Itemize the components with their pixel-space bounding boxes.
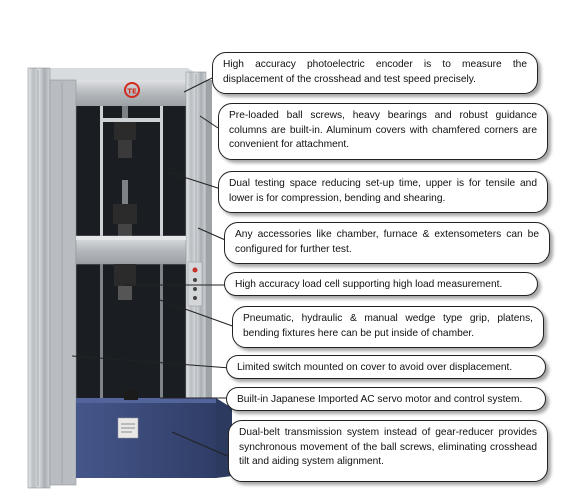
lower-grip	[113, 180, 137, 236]
guide-rod-left	[100, 106, 103, 236]
moving-crosshead	[75, 235, 187, 265]
callout-ball-screws-text: Pre-loaded ball screws, heavy bearings a…	[229, 110, 537, 150]
callout-limit-switch: Limited switch mounted on cover to avoid…	[226, 355, 546, 379]
callout-dual-space-text: Dual testing space reducing set-up time,…	[229, 178, 537, 204]
callout-servo-motor: Built-in Japanese Imported AC servo moto…	[226, 387, 546, 411]
leader-dual-belt	[171, 431, 233, 459]
machine-base	[76, 390, 232, 478]
logo-badge	[124, 82, 140, 98]
callout-limit-switch-text: Limited switch mounted on cover to avoid…	[237, 362, 513, 373]
leader-ball-screws	[199, 115, 219, 129]
callout-dual-belt: Dual-belt transmission system instead of…	[228, 420, 548, 482]
lower-rod-left	[100, 264, 103, 400]
control-panel	[187, 261, 203, 307]
callout-encoder-text: High accuracy photoelectric encoder is t…	[223, 59, 527, 85]
leader-encoder	[183, 77, 213, 93]
callout-servo-motor-text: Built-in Japanese Imported AC servo moto…	[237, 394, 523, 405]
callout-ball-screws: Pre-loaded ball screws, heavy bearings a…	[218, 103, 548, 160]
callout-grips: Pneumatic, hydraulic & manual wedge type…	[232, 306, 544, 348]
callout-load-cell-text: High accuracy load cell supporting high …	[235, 279, 503, 290]
callout-load-cell: High accuracy load cell supporting high …	[224, 272, 538, 296]
callout-grips-text: Pneumatic, hydraulic & manual wedge type…	[243, 313, 533, 339]
base-coupler	[124, 390, 138, 400]
leader-dual-space	[167, 171, 225, 191]
left-column	[27, 67, 77, 489]
callout-dual-space: Dual testing space reducing set-up time,…	[218, 171, 548, 213]
callout-dual-belt-text: Dual-belt transmission system instead of…	[239, 427, 537, 467]
lower-rod-right	[160, 264, 163, 400]
callout-accessories-text: Any accessories like chamber, furnace & …	[235, 229, 539, 255]
load-cell	[114, 264, 136, 300]
callout-encoder: High accuracy photoelectric encoder is t…	[212, 52, 538, 94]
leader-grips	[159, 299, 239, 329]
upper-grip	[103, 106, 160, 158]
guide-rod-right	[160, 106, 163, 236]
logo-text: TE	[127, 88, 137, 96]
callout-accessories: Any accessories like chamber, furnace & …	[224, 222, 550, 264]
leader-limit-switch	[71, 355, 231, 369]
